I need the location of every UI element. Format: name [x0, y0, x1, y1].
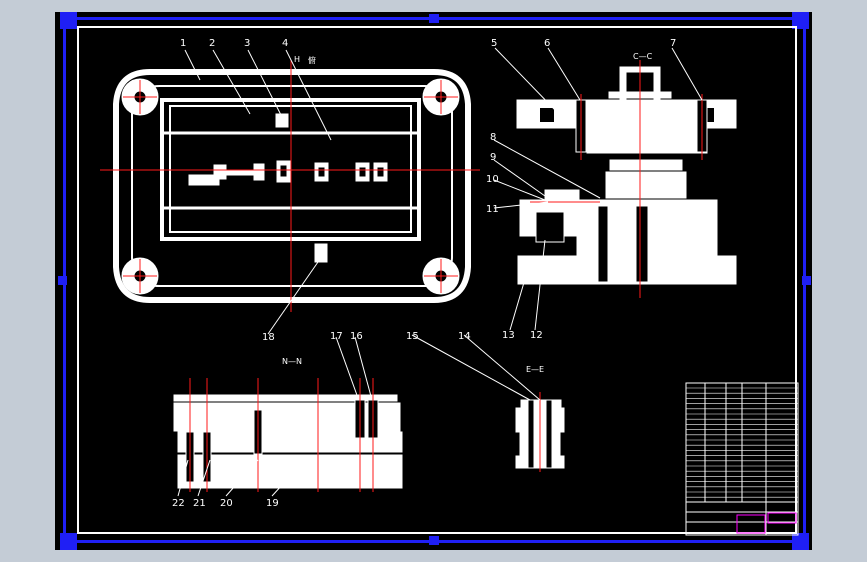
- view-labels: H 俯 C—C N—N E—E: [282, 52, 653, 374]
- part-label-20: 20: [220, 498, 233, 509]
- leader-lines: [177, 47, 703, 497]
- part-label-15: 15: [406, 331, 419, 342]
- part-label-4: 4: [282, 38, 288, 49]
- frame-grip-right-mid: [802, 276, 811, 285]
- inner-frame: [77, 26, 797, 534]
- frame-grip-top-mid: [429, 14, 439, 23]
- title-block: [685, 382, 799, 536]
- frame-grip-tl: [60, 12, 77, 29]
- part-number-labels: 1 2 3 4 5 6 7 8 9 10 11 12 13 14 15 16 1…: [172, 38, 676, 509]
- section-n-n: [173, 394, 403, 489]
- part-label-22: 22: [172, 498, 185, 509]
- n-section-label: N—N: [282, 357, 302, 366]
- frame-grip-bottom-mid: [429, 536, 439, 545]
- frame-grip-bl: [60, 533, 77, 550]
- title-block-rows: [686, 387, 798, 498]
- part-label-9: 9: [490, 152, 496, 163]
- part-label-18: 18: [262, 332, 275, 343]
- part-label-7: 7: [670, 38, 676, 49]
- part-label-13: 13: [502, 330, 515, 341]
- section-c-c: [516, 66, 737, 285]
- part-label-8: 8: [490, 132, 496, 143]
- part-label-21: 21: [193, 498, 206, 509]
- center-lines: [100, 60, 703, 492]
- frame-grip-tr: [792, 12, 809, 29]
- part-label-11: 11: [486, 204, 499, 215]
- part-label-10: 10: [486, 174, 499, 185]
- frame-grip-left-mid: [58, 276, 67, 285]
- part-label-3: 3: [244, 38, 250, 49]
- part-label-5: 5: [491, 38, 497, 49]
- part-label-12: 12: [530, 330, 543, 341]
- top-view-label: 俯: [308, 55, 316, 65]
- part-label-6: 6: [544, 38, 550, 49]
- e-section-label: E—E: [526, 365, 544, 374]
- top-view-h-mark: H: [294, 55, 300, 64]
- frame-grip-br: [792, 533, 809, 550]
- part-label-14: 14: [458, 331, 471, 342]
- part-label-1: 1: [180, 38, 186, 49]
- part-label-19: 19: [266, 498, 279, 509]
- part-label-16: 16: [350, 331, 363, 342]
- c-section-label: C—C: [633, 52, 653, 61]
- part-label-2: 2: [209, 38, 215, 49]
- blue-frame: [58, 12, 811, 550]
- part-label-17: 17: [330, 331, 343, 342]
